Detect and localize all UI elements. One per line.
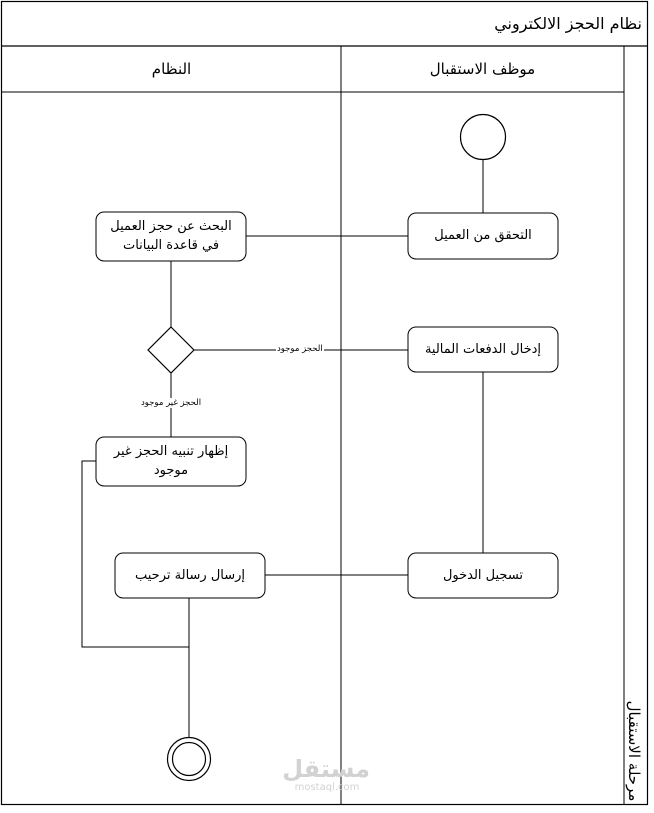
activity-show-not-found-box bbox=[95, 436, 247, 487]
stage-label: مرحلة الاستقبال bbox=[625, 700, 643, 802]
activity-check-in-box bbox=[407, 552, 559, 599]
activity-show-not-found-label: إظهار تنبيه الحجز غير موجود bbox=[113, 444, 229, 478]
decision-node bbox=[147, 326, 195, 374]
diagram-title: نظام الحجز الالكتروني bbox=[494, 14, 642, 33]
watermark-latin: mostaql.com bbox=[294, 782, 360, 793]
activity-verify-customer-box bbox=[407, 212, 559, 260]
activity-send-welcome-label: إرسال رسالة ترحيب bbox=[134, 568, 246, 583]
watermark: مستقل mostaql.com bbox=[282, 755, 370, 794]
activity-enter-payments-label: إدخال الدفعات المالية bbox=[424, 342, 542, 357]
start-node bbox=[459, 113, 507, 161]
guard-not-found-label: الحجز غير موجود bbox=[140, 398, 203, 408]
flow-notfound-to-end bbox=[81, 460, 189, 648]
activity-check-in-label: تسجيل الدخول bbox=[442, 568, 524, 583]
end-node-inner bbox=[171, 741, 207, 777]
activity-enter-payments-box bbox=[407, 326, 559, 373]
activity-search-booking-label: البحث عن حجز العميل في قاعدة البيانات bbox=[110, 219, 232, 253]
lane-title-reception: موظف الاستقبال bbox=[429, 60, 536, 78]
watermark-arabic: مستقل bbox=[282, 755, 370, 783]
guard-found-label: الحجز موجود bbox=[276, 344, 324, 354]
activity-send-welcome-box bbox=[114, 552, 266, 599]
activity-verify-customer-label: التحقق من العميل bbox=[434, 228, 532, 243]
lane-title-system: النظام bbox=[151, 60, 192, 78]
activity-search-booking-box bbox=[95, 211, 247, 262]
